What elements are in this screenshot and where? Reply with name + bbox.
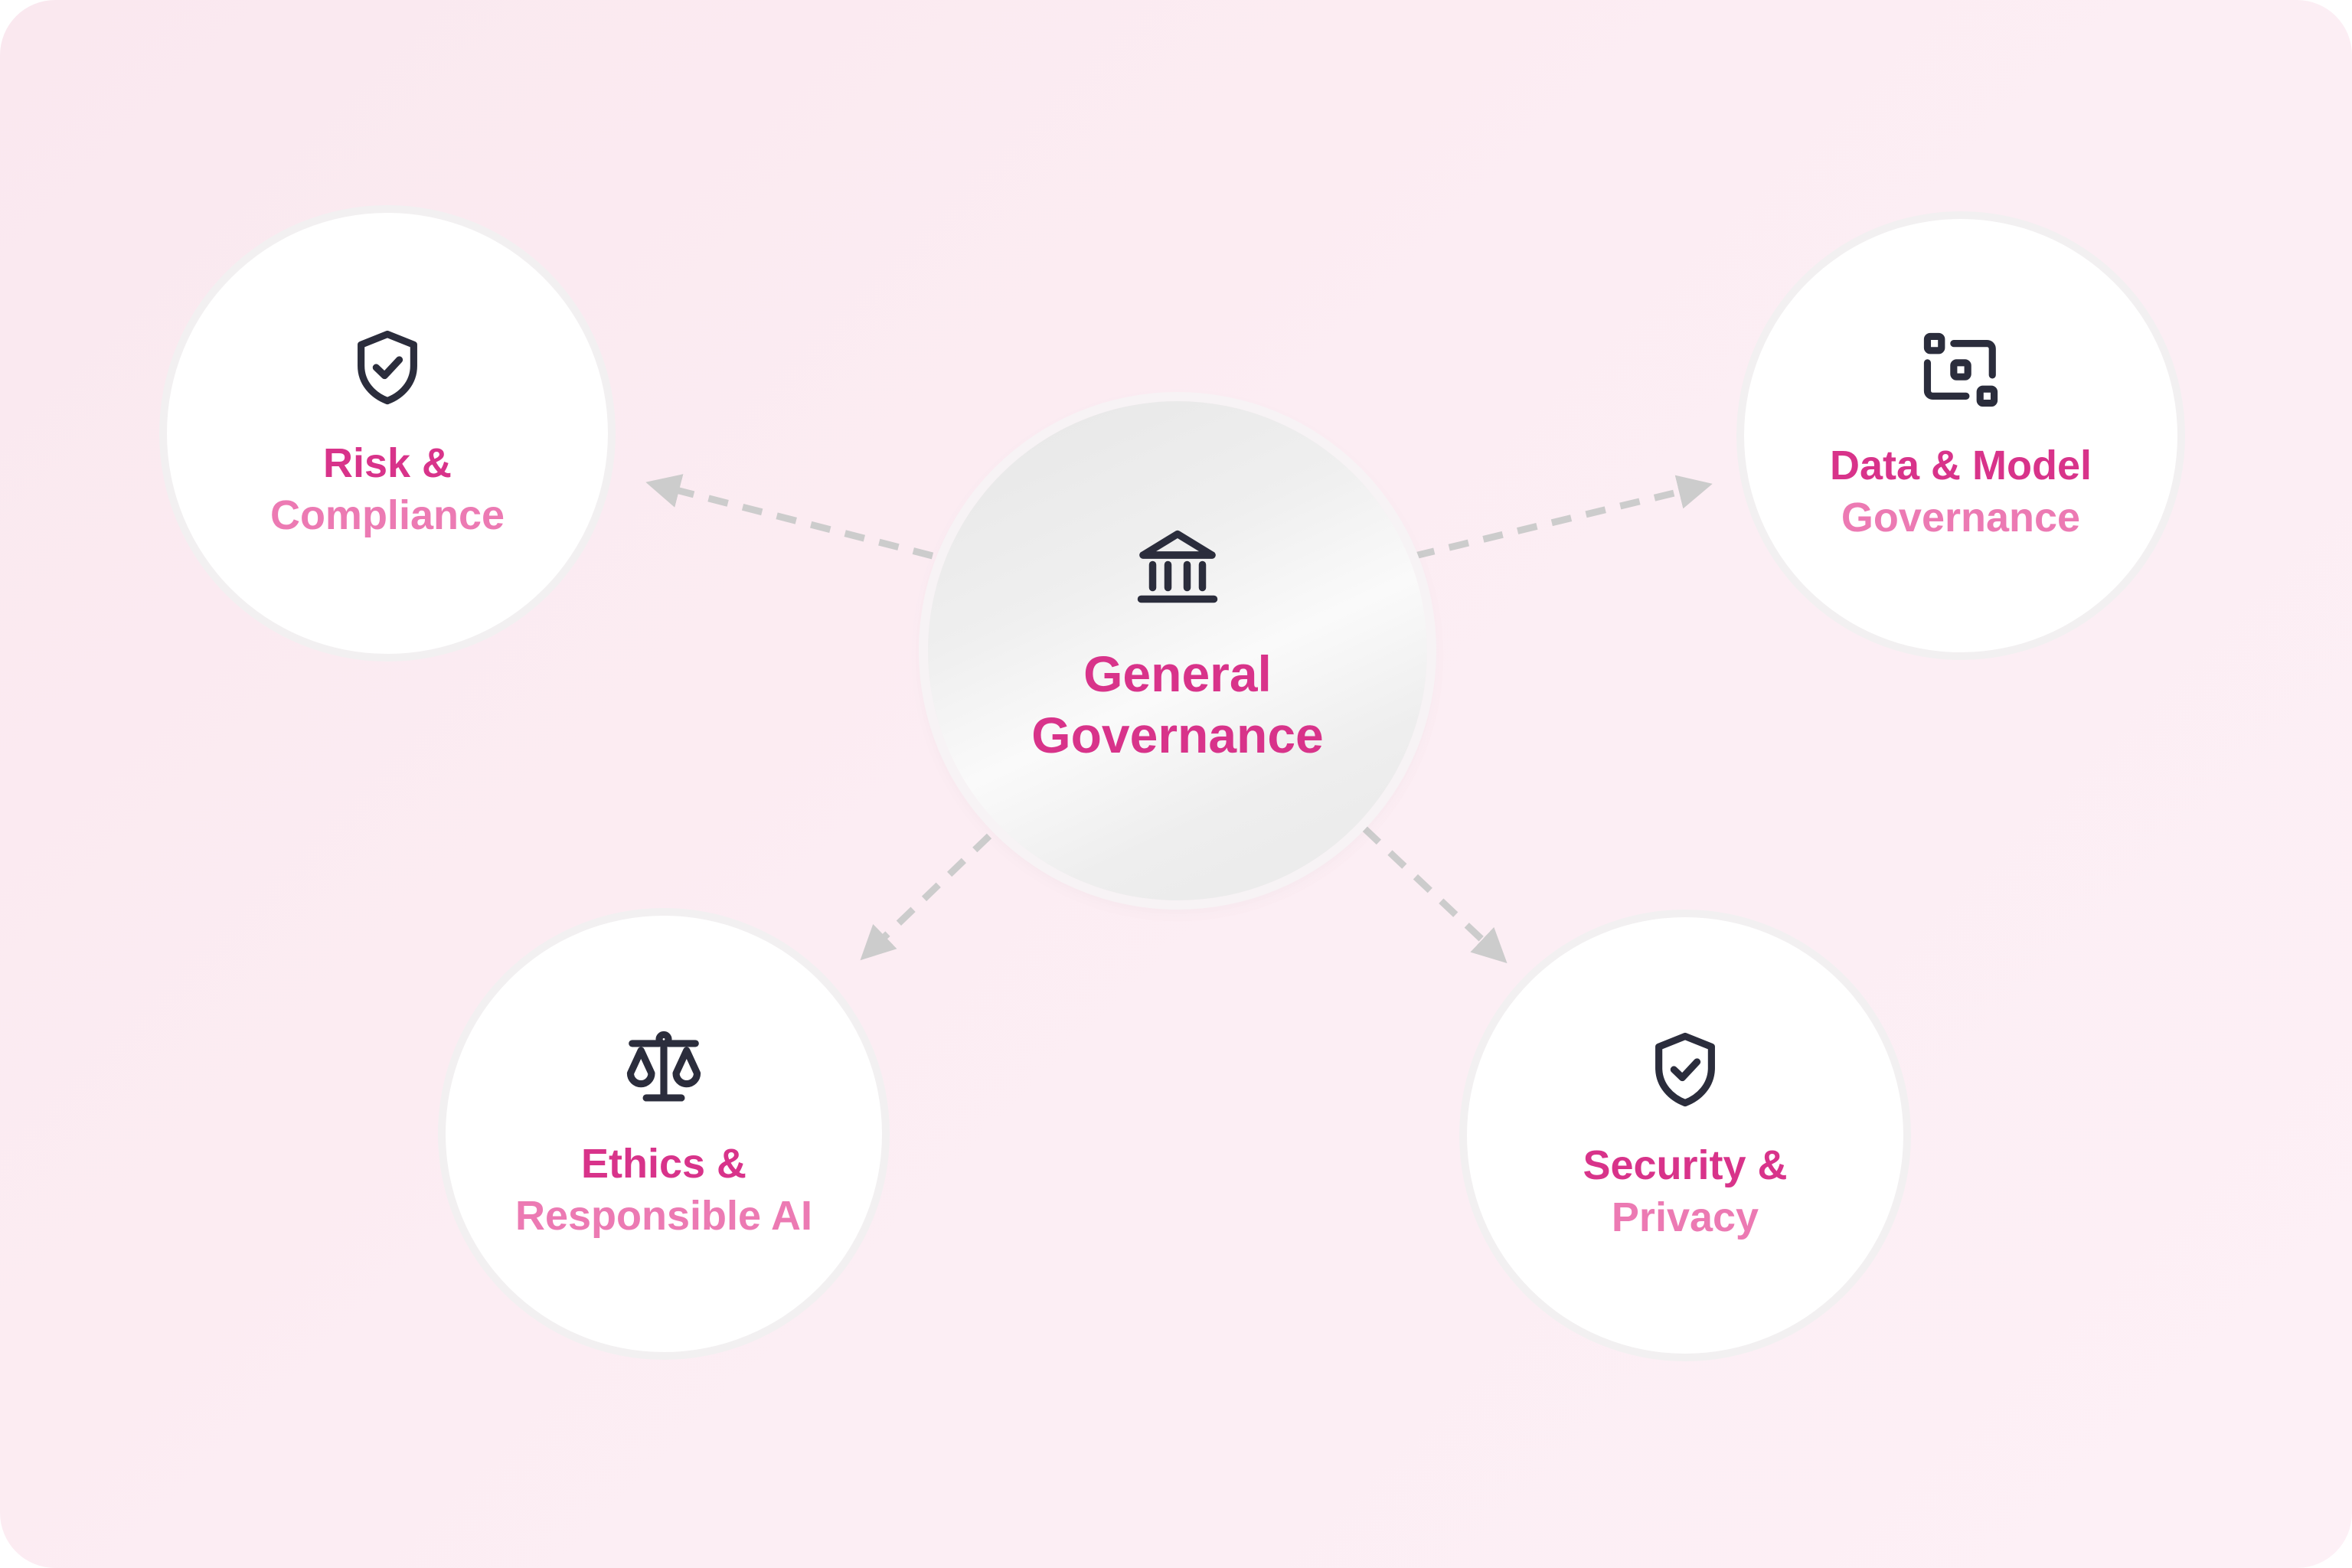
arrow-to-ethics xyxy=(860,833,992,961)
node-label-line2: Responsible AI xyxy=(514,1193,813,1239)
node-label-line2: Governance xyxy=(1841,495,2081,541)
scales-icon xyxy=(622,1026,706,1110)
center-title-line2: Governance xyxy=(1031,707,1324,763)
node-data-model-governance: Data & Model Governance xyxy=(1744,219,2177,652)
data-model-icon xyxy=(1919,328,2003,412)
arrow-to-risk xyxy=(645,474,934,560)
node-label-line2: Privacy xyxy=(1611,1194,1759,1240)
node-label-line1: Ethics & xyxy=(580,1141,747,1187)
shield-check-icon xyxy=(1643,1027,1727,1112)
node-label-line1: Data & Model xyxy=(1829,443,2092,488)
center-node-general-governance: General Governance xyxy=(928,401,1427,900)
arrow-to-data xyxy=(1413,475,1713,560)
node-label-line1: Risk & xyxy=(322,440,452,486)
arrow-to-security xyxy=(1361,825,1508,964)
bank-icon xyxy=(1132,521,1223,612)
node-ethics-responsible-ai: Ethics & Responsible AI xyxy=(446,916,882,1352)
node-label-line1: Security & xyxy=(1583,1142,1788,1188)
center-title-line1: General xyxy=(1083,645,1272,702)
node-label-line2: Compliance xyxy=(270,492,505,538)
shield-check-icon xyxy=(345,325,430,410)
node-security-privacy: Security & Privacy xyxy=(1467,917,1903,1354)
node-risk-compliance: Risk & Compliance xyxy=(167,213,608,654)
